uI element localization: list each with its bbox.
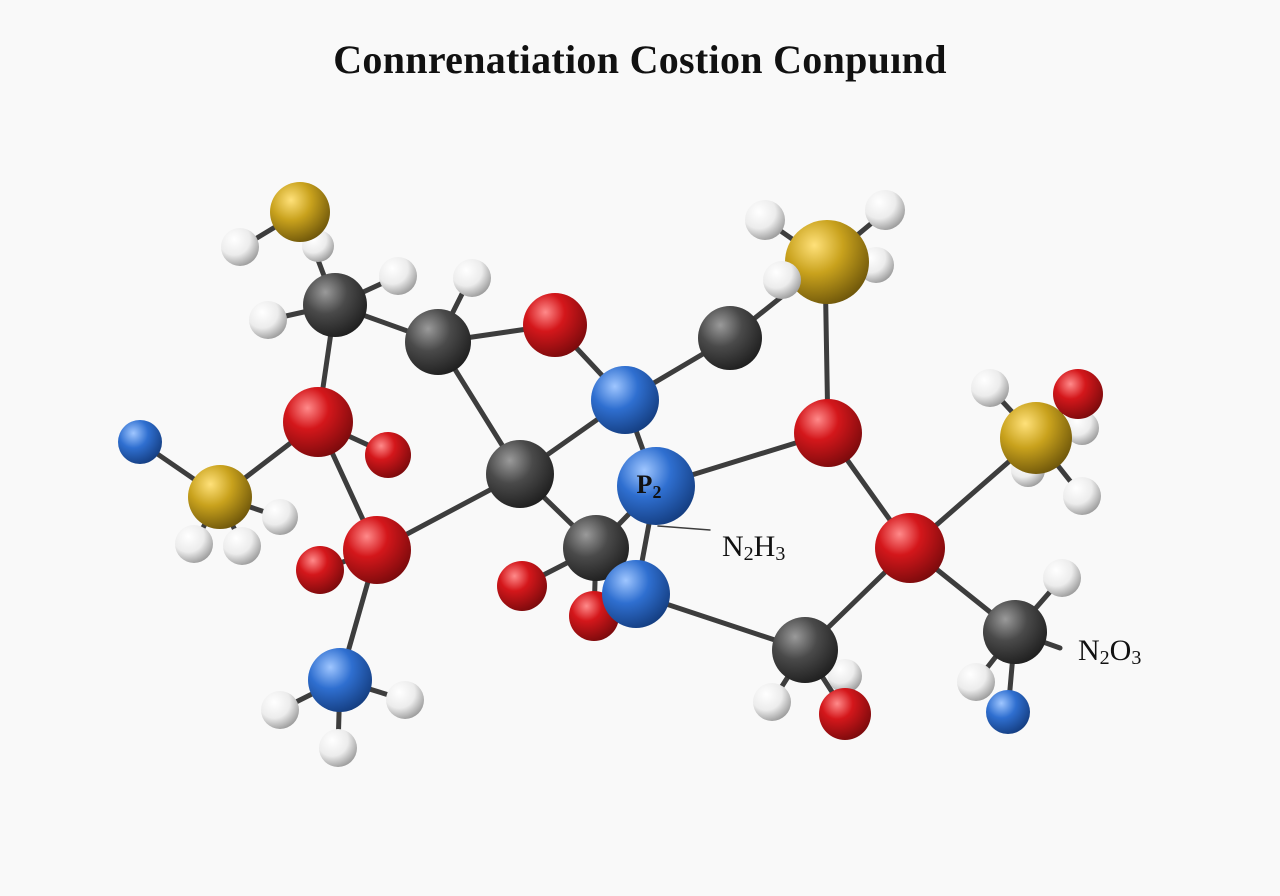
hydrogen-atom <box>745 200 785 240</box>
hydrogen-atom <box>1063 477 1101 515</box>
hydrogen-atom <box>386 681 424 719</box>
hydrogen-atom <box>971 369 1009 407</box>
hydrogen-atom <box>763 261 801 299</box>
sulfur-atom <box>188 465 252 529</box>
hydrogen-atom <box>262 499 298 535</box>
diagram-title: Connrenatiation Costion Conpuınd <box>333 37 947 82</box>
bond <box>657 525 711 531</box>
sulfur-atom <box>270 182 330 242</box>
oxygen-atom <box>497 561 547 611</box>
oxygen-atom <box>875 513 945 583</box>
nitrogen-atom <box>986 690 1030 734</box>
hydrogen-atom <box>453 259 491 297</box>
nitrogen-atom <box>602 560 670 628</box>
oxygen-atom <box>1053 369 1103 419</box>
oxygen-atom <box>794 399 862 467</box>
carbon-atom <box>486 440 554 508</box>
hydrogen-atom <box>865 190 905 230</box>
hydrogen-atom <box>221 228 259 266</box>
hydrogen-atom <box>249 301 287 339</box>
hydrogen-atom <box>175 525 213 563</box>
n2o3-label: N2O3 <box>1078 634 1141 669</box>
bonds <box>137 209 1085 751</box>
hydrogen-atom <box>828 659 862 693</box>
carbon-atom <box>698 306 762 370</box>
hydrogen-atom <box>957 663 995 701</box>
oxygen-atom <box>283 387 353 457</box>
hydrogen-atom <box>1065 411 1099 445</box>
nitrogen-atom <box>308 648 372 712</box>
oxygen-atom <box>523 293 587 357</box>
carbon-atom <box>983 600 1047 664</box>
oxygen-atom <box>819 688 871 740</box>
hydrogen-atom <box>753 683 791 721</box>
nitrogen-atom <box>118 420 162 464</box>
oxygen-atom <box>296 546 344 594</box>
n2h3-label: N2H3 <box>722 530 785 565</box>
labels: P2 N2H3 N2O3 <box>637 470 1142 669</box>
atoms <box>118 182 1103 767</box>
sulfur-atom <box>785 220 869 304</box>
oxygen-atom <box>343 516 411 584</box>
nitrogen-atom <box>591 366 659 434</box>
phosphorus-atom <box>617 447 695 525</box>
p2-atom-label: P2 <box>637 470 662 502</box>
carbon-atom <box>563 515 629 581</box>
hydrogen-atom <box>379 257 417 295</box>
carbon-atom <box>405 309 471 375</box>
hydrogen-atom <box>223 527 261 565</box>
sulfur-atom <box>1000 402 1072 474</box>
carbon-atom <box>772 617 838 683</box>
hydrogen-atom <box>261 691 299 729</box>
carbon-atom <box>303 273 367 337</box>
oxygen-atom <box>365 432 411 478</box>
hydrogen-atom <box>1043 559 1081 597</box>
hydrogen-atom <box>319 729 357 767</box>
